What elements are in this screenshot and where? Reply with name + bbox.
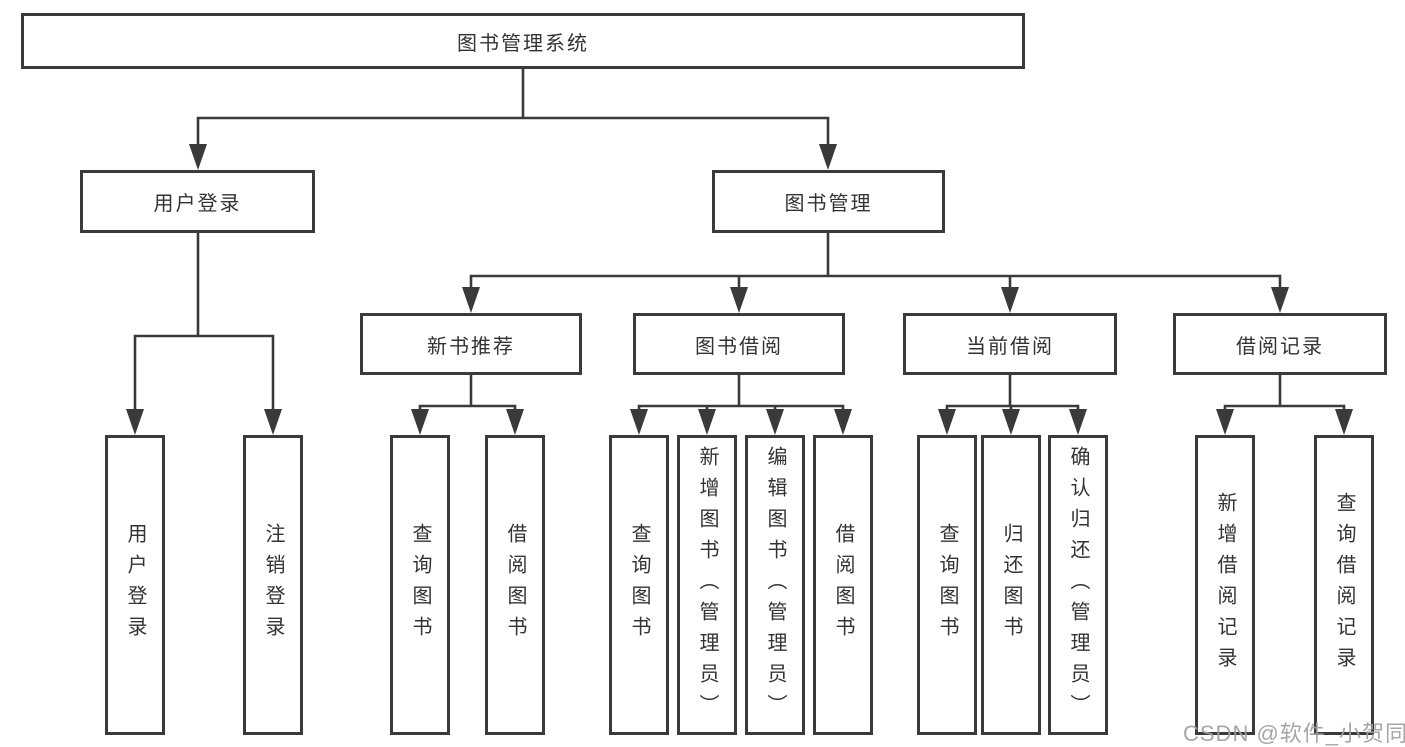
node-book-borrowing: 图书借阅 xyxy=(633,313,845,375)
edge-newbook-branch xyxy=(418,404,517,431)
edge-current-branch xyxy=(945,404,1080,431)
watermark: CSDN @软件_小贺同学 xyxy=(1183,721,1405,746)
edge-records-branch xyxy=(1223,404,1346,431)
arrowhead xyxy=(1335,409,1353,435)
leaf-br-query-record: 查询借阅记录 xyxy=(1314,435,1374,735)
arrowhead xyxy=(834,409,852,435)
leaf-user-login: 用户登录 xyxy=(105,435,165,735)
arrowhead xyxy=(126,409,144,435)
edge-bookmgmt-mid-drops xyxy=(737,276,1012,309)
arrowhead xyxy=(189,144,207,170)
edge-borrowing-mid-drops xyxy=(705,406,777,431)
leaf-cb-query-books: 查询图书 xyxy=(917,435,977,735)
arrowhead xyxy=(1069,409,1087,435)
arrowhead xyxy=(1002,409,1020,435)
arrowhead xyxy=(462,287,480,313)
arrowhead xyxy=(264,409,282,435)
arrowhead xyxy=(630,409,648,435)
edge-bookmgmt-branch xyxy=(469,274,1282,309)
leaf-cb-confirm-return-admin: 确认归还（管理员） xyxy=(1048,435,1108,735)
arrowhead xyxy=(938,409,956,435)
leaf-cb-return-books: 归还图书 xyxy=(981,435,1041,735)
leaf-bb-add-books-admin: 新增图书（管理员） xyxy=(677,435,737,735)
edge-borrowing-branch xyxy=(637,404,845,431)
leaf-nbr-query-books: 查询图书 xyxy=(390,435,450,735)
leaf-bb-edit-books-admin: 编辑图书（管理员） xyxy=(745,435,805,735)
arrowhead xyxy=(1216,409,1234,435)
arrowhead xyxy=(1001,287,1019,313)
node-new-book-recommend: 新书推荐 xyxy=(360,313,582,375)
arrowhead xyxy=(698,409,716,435)
leaf-nbr-borrow-books: 借阅图书 xyxy=(485,435,545,735)
leaf-bb-query-books: 查询图书 xyxy=(609,435,669,735)
leaf-br-add-record: 新增借阅记录 xyxy=(1195,435,1255,735)
arrowhead xyxy=(819,144,837,170)
leaf-bb-borrow-books: 借阅图书 xyxy=(813,435,873,735)
node-borrow-records: 借阅记录 xyxy=(1173,313,1387,375)
arrowhead xyxy=(506,409,524,435)
arrowhead xyxy=(766,409,784,435)
edge-root-branch xyxy=(196,116,830,166)
node-book-management: 图书管理 xyxy=(712,170,945,233)
arrowhead xyxy=(1271,287,1289,313)
arrowhead xyxy=(730,287,748,313)
leaf-logout-login: 注销登录 xyxy=(243,435,303,735)
node-library-system: 图书管理系统 xyxy=(21,13,1025,69)
edge-userlogin-branch xyxy=(133,334,275,431)
node-user-login: 用户登录 xyxy=(80,170,315,233)
node-current-borrowing: 当前借阅 xyxy=(903,313,1117,375)
arrowhead xyxy=(411,409,429,435)
